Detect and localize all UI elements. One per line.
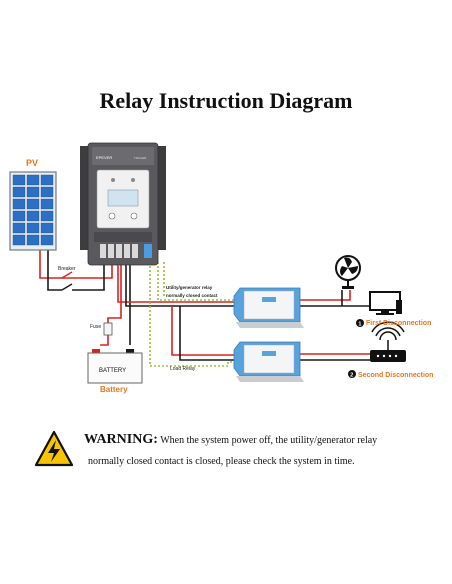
fuse-icon <box>103 322 113 336</box>
inverter1-negative-wire <box>125 262 236 307</box>
load-relay-label: Load Relay <box>170 366 196 372</box>
inverter1-output-red <box>298 290 351 301</box>
page-title: Relay Instruction Diagram <box>99 88 353 113</box>
svg-text:TRACER: TRACER <box>134 156 147 160</box>
pv-label: PV <box>26 158 38 168</box>
inverter2-negative-wire <box>179 306 236 361</box>
solar-panel-icon <box>9 171 57 251</box>
monitor-icon <box>369 291 402 315</box>
first-disconnection-number: 1 <box>358 321 361 327</box>
charge-controller-icon: EPEVER TRACER <box>80 142 166 266</box>
battery-icon <box>87 349 143 384</box>
router-icon <box>370 321 406 362</box>
second-disconnection-label: Second Disconnection <box>358 372 433 379</box>
breaker-icon <box>61 271 73 291</box>
second-disconnection-number: 2 <box>350 372 353 378</box>
pv-negative-wire-2 <box>72 262 105 291</box>
inverter-icon-1 <box>233 287 304 328</box>
first-disconnection-label: First Disconnection <box>366 320 431 327</box>
inverter1-positive-wire <box>117 262 236 303</box>
warning-text-1: When the system power off, the utility/g… <box>157 435 378 446</box>
inverter1-output-black <box>298 305 381 310</box>
fuse-label: Fuse <box>90 324 101 330</box>
utility-relay-wire <box>157 262 236 301</box>
wires <box>39 250 381 367</box>
warning-block: WARNING: When the system power off, the … <box>34 430 434 480</box>
utility-relay-label-line2: normally closed contact <box>166 293 218 298</box>
warning-line2: normally closed contact is closed, pleas… <box>88 456 355 467</box>
warning-line1: WARNING: When the system power off, the … <box>84 432 444 448</box>
svg-text:EPEVER: EPEVER <box>96 155 112 160</box>
battery-label: Battery <box>100 385 128 394</box>
warning-heading: WARNING: <box>84 432 158 447</box>
inverter2-positive-wire <box>171 306 236 356</box>
battery-positive-wire <box>100 262 122 346</box>
first-disconnection-badge <box>356 319 364 327</box>
breaker-label: Breaker <box>58 266 76 272</box>
pv-negative-wire <box>47 250 62 291</box>
fan-icon <box>335 255 361 289</box>
inverter-icon-2 <box>233 341 304 382</box>
second-disconnection-badge <box>348 370 356 378</box>
pv-positive-wire <box>39 250 113 279</box>
battery-box-label: BATTERY <box>99 368 126 374</box>
load-relay-wire <box>149 262 236 367</box>
utility-relay-label-line1: Utility/generator relay <box>166 285 213 290</box>
warning-icon <box>34 430 74 467</box>
